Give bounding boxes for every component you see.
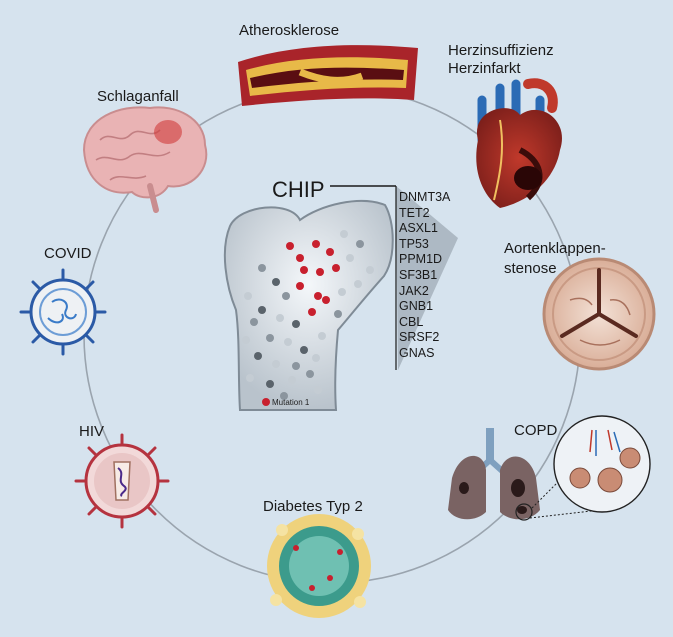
marrow-cell xyxy=(306,370,314,378)
covid-virus-icon xyxy=(19,268,107,356)
gene-list-connector xyxy=(330,186,458,370)
marrow-cell xyxy=(244,292,252,300)
mutated-cell xyxy=(296,254,304,262)
marrow-cell xyxy=(282,292,290,300)
gene-ppm1d: PPM1D xyxy=(399,252,443,267)
marrow-cell xyxy=(276,314,284,322)
gene-dnmt3a: DNMT3A xyxy=(399,190,451,204)
marrow-cell xyxy=(284,338,292,346)
mutated-cell xyxy=(322,296,330,304)
label-stenose: stenose xyxy=(504,260,557,277)
marrow-cell xyxy=(272,278,280,286)
gene-jak2: JAK2 xyxy=(399,283,429,298)
marrow-cell xyxy=(246,374,254,382)
chip-title: CHIP xyxy=(272,177,325,202)
heart-icon xyxy=(476,78,562,208)
gene-tp53: TP53 xyxy=(399,236,429,251)
hiv-virus-icon xyxy=(74,433,170,529)
gene-cbl: CBL xyxy=(399,314,424,329)
marrow-cell xyxy=(266,380,274,388)
label-herzinsuffizienz: Herzinsuffizienz xyxy=(448,42,554,59)
marrow-cell xyxy=(258,264,266,272)
marrow-cell xyxy=(340,230,348,238)
gene-tet2: TET2 xyxy=(399,205,430,220)
gene-asxl1: ASXL1 xyxy=(399,221,438,236)
brain-icon xyxy=(82,106,208,213)
mutated-cell xyxy=(312,240,320,248)
gene-gnas: GNAS xyxy=(399,346,435,360)
mutated-cell xyxy=(332,264,340,272)
marrow-cell xyxy=(314,386,322,394)
marrow-cell xyxy=(258,306,266,314)
marrow-cell xyxy=(312,354,320,362)
marrow-cell xyxy=(288,376,296,384)
marrow-cell xyxy=(266,334,274,342)
lungs-icon xyxy=(448,415,651,521)
marrow-cell xyxy=(346,254,354,262)
pancreatic-islet-icon xyxy=(267,514,371,618)
label-diabetes: Diabetes Typ 2 xyxy=(263,498,363,515)
gene-gnb1: GNB1 xyxy=(399,299,434,314)
marrow-cell xyxy=(292,362,300,370)
marrow-cell xyxy=(250,318,258,326)
mutated-cell xyxy=(286,242,294,250)
marrow-cell xyxy=(254,352,262,360)
marrow-cell xyxy=(272,360,280,368)
mutation-legend-label: Mutation 1 xyxy=(272,398,310,407)
marrow-cell xyxy=(354,280,362,288)
label-covid: COVID xyxy=(44,245,92,262)
bone-icon xyxy=(223,199,394,411)
marrow-cell xyxy=(280,392,288,400)
label-schlaganfall: Schlaganfall xyxy=(97,88,179,105)
mutated-cell xyxy=(300,266,308,274)
label-herzinfarkt: Herzinfarkt xyxy=(448,60,521,77)
mutated-cell xyxy=(296,282,304,290)
marrow-cell xyxy=(356,240,364,248)
gene-sf3b1: SF3B1 xyxy=(399,268,438,282)
mutated-cell xyxy=(308,308,316,316)
label-aortenklappen: Aortenklappen- xyxy=(504,240,606,257)
marrow-cell xyxy=(300,346,308,354)
marrow-cell xyxy=(366,266,374,274)
marrow-cell xyxy=(334,310,342,318)
label-atherosklerose: Atherosklerose xyxy=(239,22,340,39)
bone-marrow-cells xyxy=(242,230,374,400)
aortic-valve-icon xyxy=(542,257,656,371)
mutated-cell xyxy=(314,292,322,300)
label-hiv: HIV xyxy=(79,423,105,440)
marrow-cell xyxy=(318,332,326,340)
marrow-cell xyxy=(292,320,300,328)
marrow-cell xyxy=(338,288,346,296)
label-copd: COPD xyxy=(514,422,558,439)
artery-icon xyxy=(238,45,418,106)
mutated-cell xyxy=(316,268,324,276)
mutated-cell xyxy=(326,248,334,256)
marrow-cell xyxy=(242,336,250,344)
gene-srsf2: SRSF2 xyxy=(399,330,440,345)
mutation-legend-dot xyxy=(262,398,270,406)
